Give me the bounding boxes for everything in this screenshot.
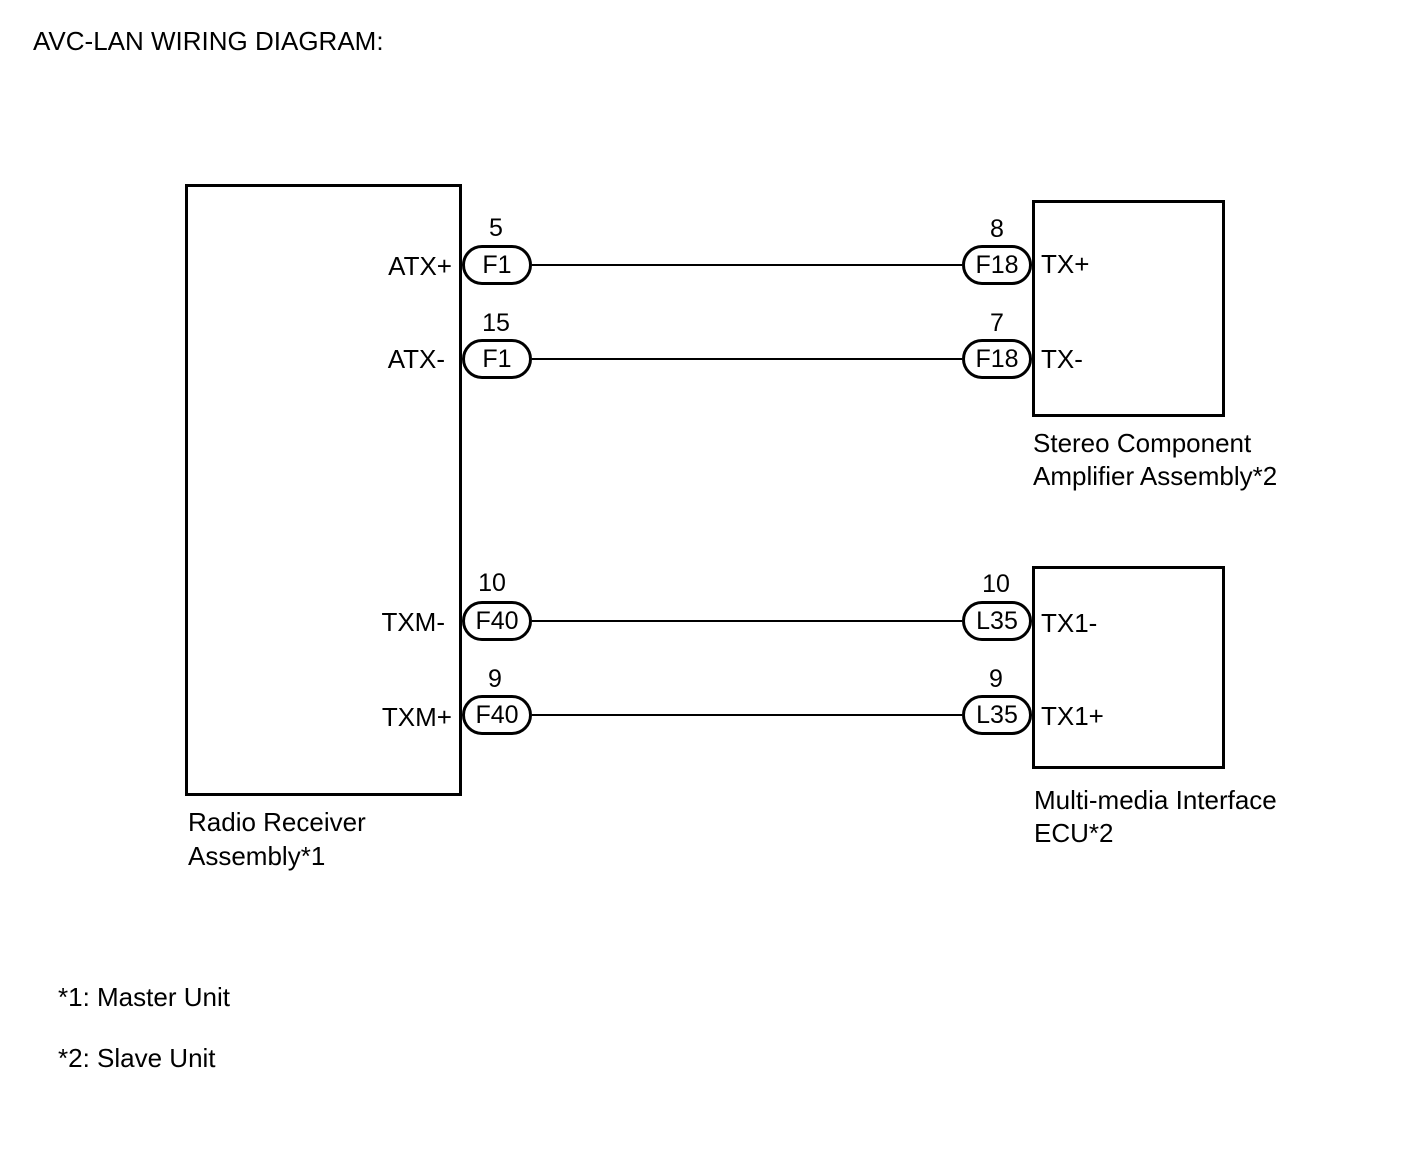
amplifier-label-line2: Amplifier Assembly*2 bbox=[1033, 461, 1278, 491]
wire-txm-plus bbox=[532, 714, 962, 716]
amplifier-label-line1: Stereo Component bbox=[1033, 428, 1252, 458]
connector-f1-a: F1 bbox=[462, 245, 532, 285]
terminal-atx-minus: ATX- bbox=[387, 344, 445, 374]
connector-f40-a: F40 bbox=[462, 601, 532, 641]
diagram-title: AVC-LAN WIRING DIAGRAM: bbox=[33, 26, 384, 56]
terminal-atx-plus: ATX+ bbox=[388, 251, 452, 281]
terminal-txm-plus: TXM+ bbox=[381, 702, 452, 732]
pin-left-5: 5 bbox=[489, 214, 503, 242]
radio-receiver-label-line2: Assembly*1 bbox=[188, 841, 326, 871]
pin-right-9: 9 bbox=[989, 665, 1003, 693]
terminal-tx1-plus: TX1+ bbox=[1041, 701, 1104, 731]
mmi-ecu-box bbox=[1032, 566, 1225, 769]
footnote-slave-unit: *2: Slave Unit bbox=[58, 1043, 216, 1073]
mmi-ecu-label-line2: ECU*2 bbox=[1034, 818, 1114, 848]
connector-l35-b: L35 bbox=[962, 695, 1032, 735]
pin-right-10: 10 bbox=[982, 570, 1010, 598]
connector-f18-b: F18 bbox=[962, 339, 1032, 379]
radio-receiver-box bbox=[185, 184, 462, 796]
pin-left-10: 10 bbox=[478, 569, 506, 597]
connector-l35-a: L35 bbox=[962, 601, 1032, 641]
pin-left-15: 15 bbox=[482, 309, 510, 337]
footnote-master-unit: *1: Master Unit bbox=[58, 982, 230, 1012]
amplifier-box bbox=[1032, 200, 1225, 417]
mmi-ecu-label-line1: Multi-media Interface bbox=[1034, 785, 1277, 815]
radio-receiver-label-line1: Radio Receiver bbox=[188, 807, 366, 837]
connector-f1-b: F1 bbox=[462, 339, 532, 379]
wire-atx-plus bbox=[532, 264, 962, 266]
terminal-tx1-minus: TX1- bbox=[1041, 608, 1098, 638]
terminal-tx-minus: TX- bbox=[1041, 344, 1083, 374]
connector-f40-b: F40 bbox=[462, 695, 532, 735]
pin-right-8: 8 bbox=[990, 215, 1004, 243]
pin-right-7: 7 bbox=[990, 309, 1004, 337]
pin-left-9: 9 bbox=[488, 665, 502, 693]
terminal-txm-minus: TXM- bbox=[381, 607, 445, 637]
wire-txm-minus bbox=[532, 620, 962, 622]
connector-f18-a: F18 bbox=[962, 245, 1032, 285]
wire-atx-minus bbox=[532, 358, 962, 360]
terminal-tx-plus: TX+ bbox=[1041, 249, 1090, 279]
